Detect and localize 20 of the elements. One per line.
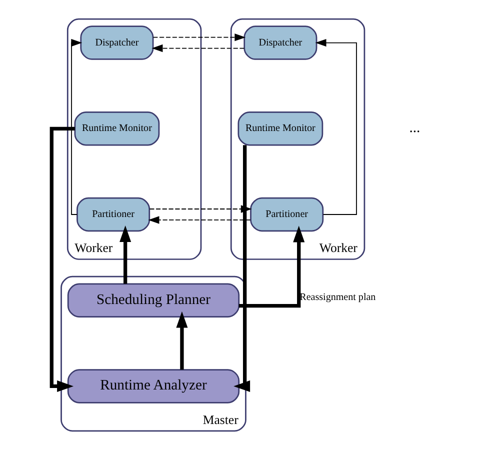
node-box: Partitioner	[76, 197, 150, 232]
arrow	[238, 226, 305, 308]
node-box: Partitioner	[250, 197, 324, 232]
arrow	[148, 216, 251, 224]
node-box: Runtime Monitor	[238, 112, 324, 146]
label: ...	[409, 120, 420, 136]
arrow	[120, 225, 132, 284]
node-box: Scheduling Planner	[67, 283, 240, 318]
node-box: Dispatcher	[80, 26, 154, 60]
node-box: Runtime Monitor	[74, 112, 160, 146]
arrow	[152, 44, 245, 52]
node-box: Dispatcher	[244, 26, 318, 60]
arrow	[71, 38, 82, 215]
arrow	[152, 33, 246, 42]
arrow	[50, 126, 75, 392]
arrow	[234, 145, 250, 392]
arrow	[315, 38, 357, 215]
arrow	[176, 311, 188, 370]
edge-label: Reassignment plan	[300, 292, 376, 304]
node-box: Runtime Analyzer	[67, 369, 240, 404]
